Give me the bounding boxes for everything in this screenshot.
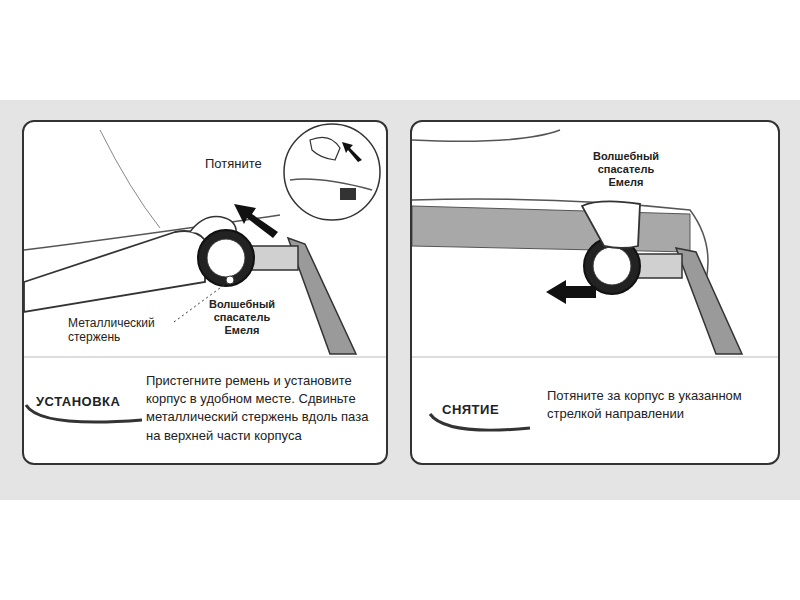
drawing-part — [198, 230, 254, 286]
step-heading: СНЯТИЕ — [442, 402, 499, 419]
drawing-part — [310, 137, 340, 160]
step-heading: УСТАНОВКА — [36, 394, 120, 411]
drawing-part — [582, 201, 640, 248]
drawing-part — [24, 357, 386, 358]
left-scene — [24, 124, 380, 354]
callout-label: Металлический стержень — [68, 316, 180, 345]
drawing-part — [24, 231, 205, 312]
drawing-part — [248, 246, 298, 270]
drawing-part — [290, 179, 372, 190]
callout-label: Потяните — [205, 156, 285, 172]
drawing-part — [546, 280, 596, 304]
drawing-part — [412, 130, 560, 141]
callout-label: Волшебный спасатель Емеля — [198, 298, 286, 338]
instruction-panel: СНЯТИЕ Потяните за корпус в указанном стр… — [410, 120, 780, 465]
drawing-part — [412, 357, 778, 358]
instruction-panel: УСТАНОВКА Пристегните ремень и установите… — [22, 120, 388, 465]
right-scene — [412, 130, 742, 354]
drawing-part — [234, 204, 278, 238]
drawing-part — [284, 124, 380, 220]
drawing-part — [340, 188, 356, 200]
drawing-part — [22, 120, 388, 465]
drawing-part — [410, 120, 780, 465]
drawing-part — [207, 239, 245, 277]
callout-label: Волшебный спасатель Емеля — [582, 150, 670, 190]
instruction-text: Потяните за корпус в указанном стрелкой … — [547, 387, 772, 423]
drawing-part — [226, 276, 234, 284]
drawing-part — [342, 142, 362, 162]
drawing-part — [0, 100, 800, 500]
instruction-text: Пристегните ремень и установите корпус в… — [146, 372, 382, 445]
drawing-part — [412, 206, 690, 252]
drawing-part — [593, 247, 631, 285]
drawing-part — [100, 130, 160, 228]
drawing-part — [676, 248, 742, 354]
